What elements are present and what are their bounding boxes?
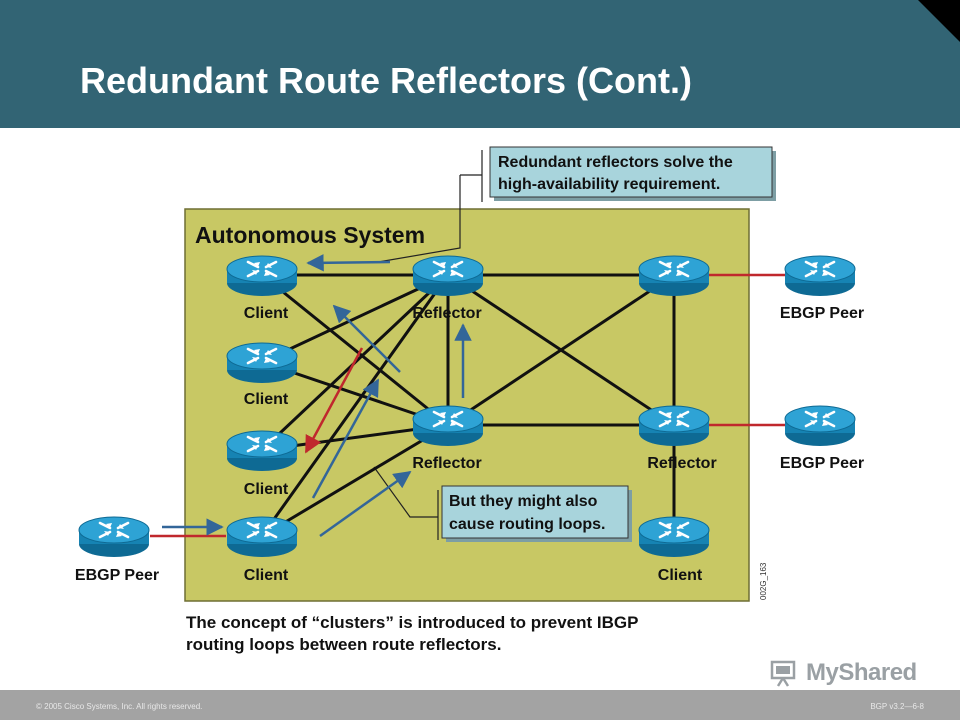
- router-ebgp-2: [783, 404, 857, 448]
- route-reflector-diagram: Autonomous System 002G_163: [75, 146, 864, 654]
- router-reflector-3: [637, 404, 711, 448]
- router-top-right: [637, 254, 711, 298]
- presentation-screen-icon: [770, 660, 796, 687]
- node-label-reflector-1: Reflector: [412, 305, 481, 322]
- router-reflector-2: [411, 404, 485, 448]
- node-label-client-1: Client: [244, 305, 289, 322]
- router-icon: [225, 429, 299, 473]
- ebgp-links: [150, 273, 786, 538]
- figure-id: 002G_163: [759, 562, 768, 600]
- node-label-client-right: Client: [658, 567, 703, 584]
- router-icon: [637, 515, 711, 559]
- router-ebgp-3: [77, 515, 151, 559]
- node-label-reflector-2: Reflector: [412, 455, 481, 472]
- router-ebgp-1: [783, 254, 857, 298]
- header-corner-decoration: [918, 0, 960, 42]
- node-label-ebgp-1: EBGP Peer: [780, 305, 864, 322]
- watermark: MyShared: [770, 658, 917, 688]
- node-label-client-4: Client: [244, 567, 289, 584]
- callout-line: cause routing loops.: [449, 516, 605, 533]
- callout-box: [441, 485, 629, 539]
- router-icon: [783, 254, 857, 298]
- router-client-1: [225, 254, 299, 298]
- autonomous-system-label: Autonomous System: [195, 222, 425, 248]
- router-icon: [225, 341, 299, 385]
- router-client-3: [225, 429, 299, 473]
- node-label-reflector-3: Reflector: [647, 455, 716, 472]
- router-icon: [411, 254, 485, 298]
- router-icon: [225, 254, 299, 298]
- slide-title: Redundant Route Reflectors (Cont.): [80, 60, 692, 101]
- router-icon: [77, 515, 151, 559]
- callout-line: But they might also: [449, 493, 598, 510]
- loop-arrow: [304, 347, 364, 454]
- caption-line: routing loops between route reflectors.: [186, 635, 501, 654]
- node-label-client-2: Client: [244, 391, 289, 408]
- top-callout-leader: [377, 175, 461, 263]
- copyright-text: © 2005 Cisco Systems, Inc. All rights re…: [36, 702, 203, 711]
- node-label-ebgp-2: EBGP Peer: [780, 455, 864, 472]
- router-client-2: [225, 341, 299, 385]
- callout-line: Redundant reflectors solve the: [498, 154, 733, 171]
- course-code: BGP v3.2—6-8: [870, 702, 924, 711]
- router-icon: [637, 404, 711, 448]
- slide-header: Redundant Route Reflectors (Cont.): [0, 0, 960, 128]
- router-icon: [783, 404, 857, 448]
- middle-callout-leader: [373, 466, 438, 518]
- caption-line: The concept of “clusters” is introduced …: [186, 613, 638, 632]
- router-icon: [225, 515, 299, 559]
- callout-redundant-reflectors: Redundant reflectors solve the high-avai…: [489, 146, 776, 201]
- update-arrows: [162, 254, 472, 538]
- router-client-4: [225, 515, 299, 559]
- router-icon: [637, 254, 711, 298]
- watermark-text: MyShared: [806, 659, 917, 686]
- callout-line: high-availability requirement.: [498, 176, 720, 193]
- router-icon: [411, 404, 485, 448]
- node-label-ebgp-3: EBGP Peer: [75, 567, 159, 584]
- router-client-right: [637, 515, 711, 559]
- slide-footer: © 2005 Cisco Systems, Inc. All rights re…: [0, 690, 960, 720]
- callout-routing-loops: But they might also cause routing loops.: [441, 485, 632, 542]
- router-reflector-1: [411, 254, 485, 298]
- callout-box: [489, 146, 773, 198]
- node-label-client-3: Client: [244, 481, 289, 498]
